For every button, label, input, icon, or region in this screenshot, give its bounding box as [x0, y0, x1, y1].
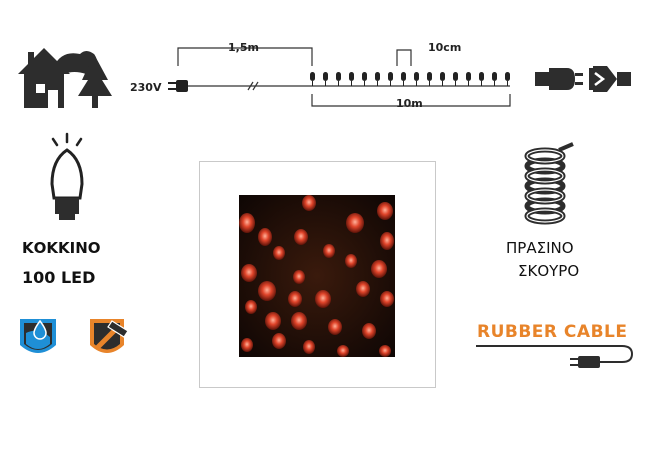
indoor-outdoor-icon [18, 48, 112, 108]
light-color-label: ΚΟΚΚΙΝΟ [22, 239, 101, 257]
durable-hammer-icon [90, 319, 129, 353]
led-spacing-label: 10cm [428, 41, 462, 54]
coil-cable-icon [524, 142, 574, 225]
lead-length-label: 1,5m [228, 41, 259, 54]
led-photo [239, 195, 395, 357]
voltage-label: 230V [130, 81, 162, 94]
led-count-label: 100 LED [22, 268, 96, 287]
bulb-icon [50, 132, 84, 220]
waterproof-shield-icon [20, 319, 56, 353]
rubber-cable-plug-icon [476, 345, 634, 368]
cable-color-line1: ΠΡΑΣΙΝΟ [506, 239, 574, 257]
cable-color-line2: ΣΚΟΥΡΟ [518, 262, 580, 280]
lit-length-label: 10m [396, 97, 423, 110]
rubber-cable-label: RUBBER CABLE [477, 322, 628, 342]
connectable-plug-icon [535, 66, 631, 92]
length-diagram [168, 47, 511, 107]
